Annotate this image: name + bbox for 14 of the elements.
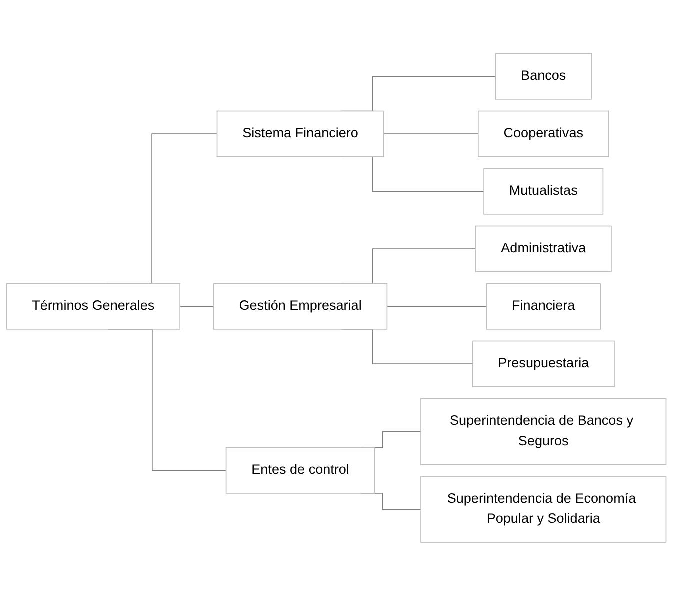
node-box: Superintendencia de Bancos y Seguros bbox=[420, 398, 667, 465]
node-box: Cooperativas bbox=[478, 110, 610, 158]
node-box: Entes de control bbox=[226, 447, 376, 494]
node-box: Financiera bbox=[486, 283, 601, 330]
node-box: Términos Generales bbox=[6, 283, 180, 330]
node-box: Bancos bbox=[495, 53, 592, 100]
node-box: Superintendencia de Economía Popular y Solidaria bbox=[420, 476, 667, 543]
node-box: Presupuestaria bbox=[472, 340, 615, 388]
node-box: Sistema Financiero bbox=[216, 110, 384, 158]
node-box: Mutualistas bbox=[484, 168, 604, 215]
node-box: Administrativa bbox=[475, 226, 612, 272]
connector bbox=[386, 306, 488, 307]
connector bbox=[180, 306, 214, 307]
node-box: Gestión Empresarial bbox=[213, 283, 388, 330]
